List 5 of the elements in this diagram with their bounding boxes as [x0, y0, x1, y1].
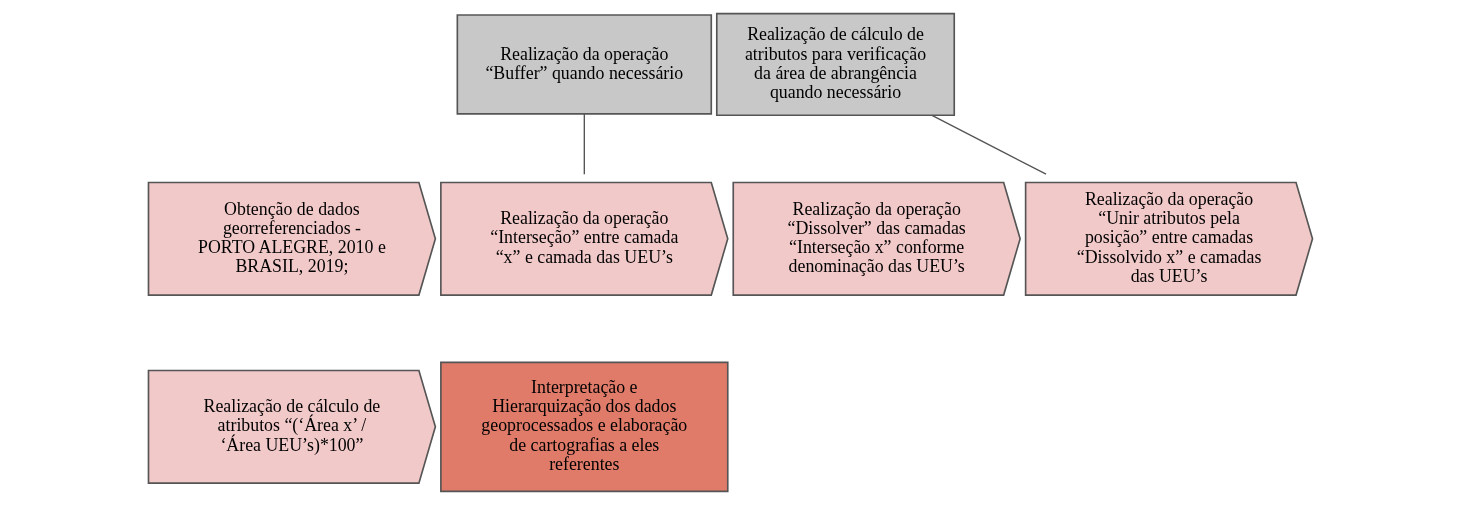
node-box: Interpretação e Hierarquização dos dados geoprocessados e elaboração de cartografias a eles referentes: [440, 361, 729, 493]
connector: [583, 113, 585, 175]
connector: [931, 114, 1047, 175]
node-box: Realização de cálculo de atributos para verificação da área de abrangência quando necessário: [715, 12, 956, 117]
node-box: Realização da operação “Buffer” quando necessário: [456, 14, 713, 115]
